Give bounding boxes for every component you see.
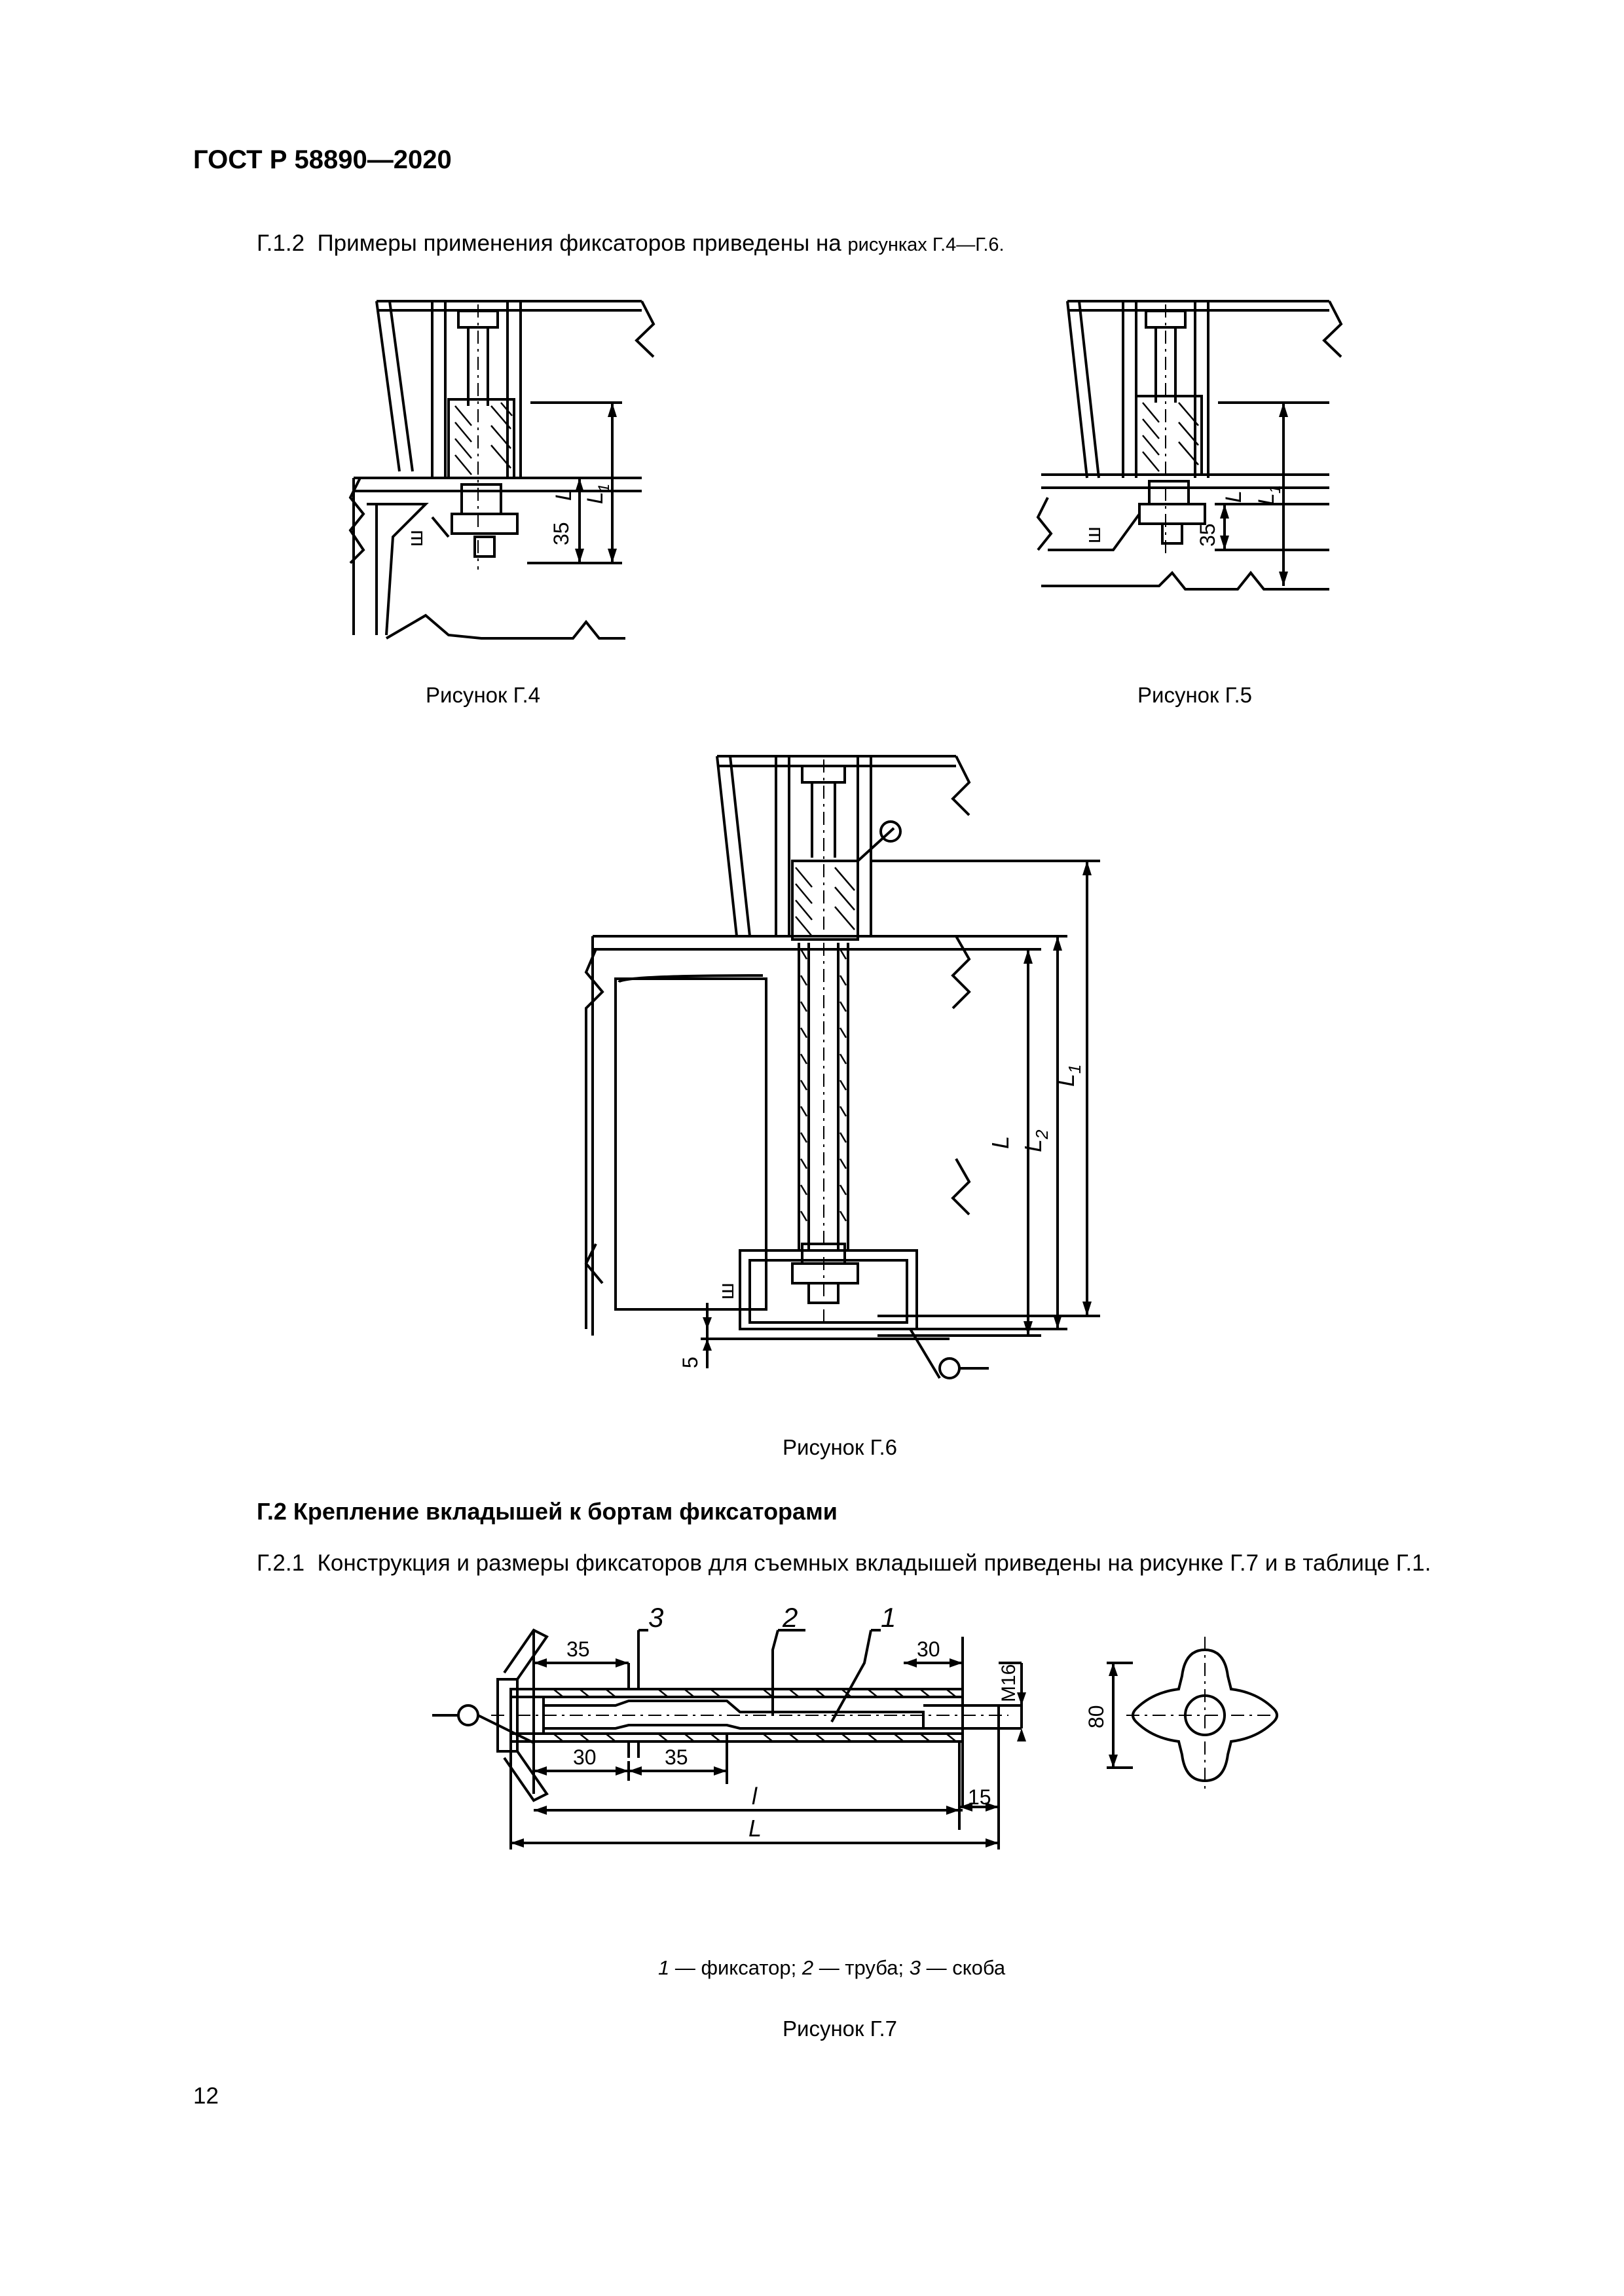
g5-dim-L: L bbox=[1221, 490, 1246, 503]
g5-dim-L1: L bbox=[1254, 493, 1279, 505]
g5-dim-L1-sub: 1 bbox=[1266, 485, 1284, 494]
g4-weld-mark: ш bbox=[403, 530, 427, 547]
g6-dim-L1: L bbox=[1052, 1074, 1079, 1087]
legend-text-3: — скоба bbox=[921, 1956, 1006, 1979]
g6-dim-L: L bbox=[987, 1136, 1014, 1149]
g7-dim-30-top: 30 bbox=[917, 1637, 940, 1661]
g7-dim-80: 80 bbox=[1084, 1705, 1108, 1728]
g5-weld-mark: ш bbox=[1081, 526, 1105, 543]
g6-dim-L1-sub: 1 bbox=[1065, 1065, 1084, 1074]
legend-num-2: 2 bbox=[802, 1956, 814, 1979]
figure-g4-drawing: 35 L L 1 ш bbox=[348, 300, 655, 640]
legend-num-1: 1 bbox=[658, 1956, 670, 1979]
legend-num-3: 3 bbox=[909, 1956, 921, 1979]
paragraph-text: Примеры применения фиксаторов приведены … bbox=[317, 230, 841, 256]
g7-pos-1: 1 bbox=[881, 1602, 896, 1633]
figure-g6-drawing: L L 2 L 1 5 ш bbox=[584, 755, 1100, 1379]
g7-dim-L: L bbox=[748, 1815, 762, 1842]
figure-g5-drawing: 35 L L 1 ш bbox=[1036, 300, 1343, 591]
g7-pos-2: 2 bbox=[782, 1602, 798, 1633]
g6-dim-L2-sub: 2 bbox=[1032, 1129, 1052, 1140]
g7-thread-M16: M16 bbox=[998, 1664, 1020, 1702]
g4-dim-L1-sub: 1 bbox=[595, 484, 613, 492]
g4-dim-L: L bbox=[551, 488, 576, 501]
paragraph-text-small: рисунках Г.4—Г.6. bbox=[847, 234, 1005, 255]
g7-pos-3: 3 bbox=[648, 1602, 663, 1633]
g7-dim-l: l bbox=[752, 1783, 758, 1810]
paragraph-g1-2: Г.1.2 Примеры применения фиксаторов прив… bbox=[257, 230, 1005, 257]
legend-text-1: — фиксатор; bbox=[669, 1956, 802, 1979]
page-number: 12 bbox=[193, 2083, 219, 2109]
paragraph-text: Конструкция и размеры фиксаторов для съе… bbox=[317, 1550, 1431, 1576]
g6-weld-mark: ш bbox=[714, 1283, 738, 1300]
g7-dim-30-bottom: 30 bbox=[573, 1745, 597, 1769]
g7-dim-15: 15 bbox=[968, 1785, 991, 1809]
g4-dim-L1: L bbox=[583, 492, 608, 504]
section-g2-title: Г.2 Крепление вкладышей к бортам фиксато… bbox=[257, 1498, 838, 1525]
g7-dim-35-top: 35 bbox=[566, 1637, 590, 1661]
paragraph-number: Г.1.2 bbox=[257, 230, 305, 256]
g6-dim-5: 5 bbox=[678, 1357, 702, 1368]
figure-g5-caption: Рисунок Г.5 bbox=[1137, 683, 1252, 707]
legend-text-2: — труба; bbox=[813, 1956, 910, 1979]
g5-dim-35: 35 bbox=[1196, 523, 1219, 547]
g4-dim-35: 35 bbox=[549, 522, 573, 545]
paragraph-number: Г.2.1 bbox=[257, 1550, 305, 1576]
figure-g7-caption: Рисунок Г.7 bbox=[783, 2016, 897, 2041]
figure-g7-drawing: 35 30 3 2 1 30 35 l 15 L M16 80 bbox=[432, 1602, 1283, 1850]
figure-g7-legend: 1 — фиксатор; 2 — труба; 3 — скоба bbox=[658, 1956, 1005, 1980]
figure-g4-caption: Рисунок Г.4 bbox=[426, 683, 540, 707]
document-header: ГОСТ Р 58890—2020 bbox=[193, 145, 452, 174]
g6-dim-L2: L bbox=[1020, 1139, 1046, 1152]
g7-dim-35-bottom: 35 bbox=[665, 1745, 688, 1769]
figure-g6-caption: Рисунок Г.6 bbox=[783, 1435, 897, 1459]
paragraph-g2-1: Г.2.1 Конструкция и размеры фиксаторов д… bbox=[257, 1550, 1431, 1576]
